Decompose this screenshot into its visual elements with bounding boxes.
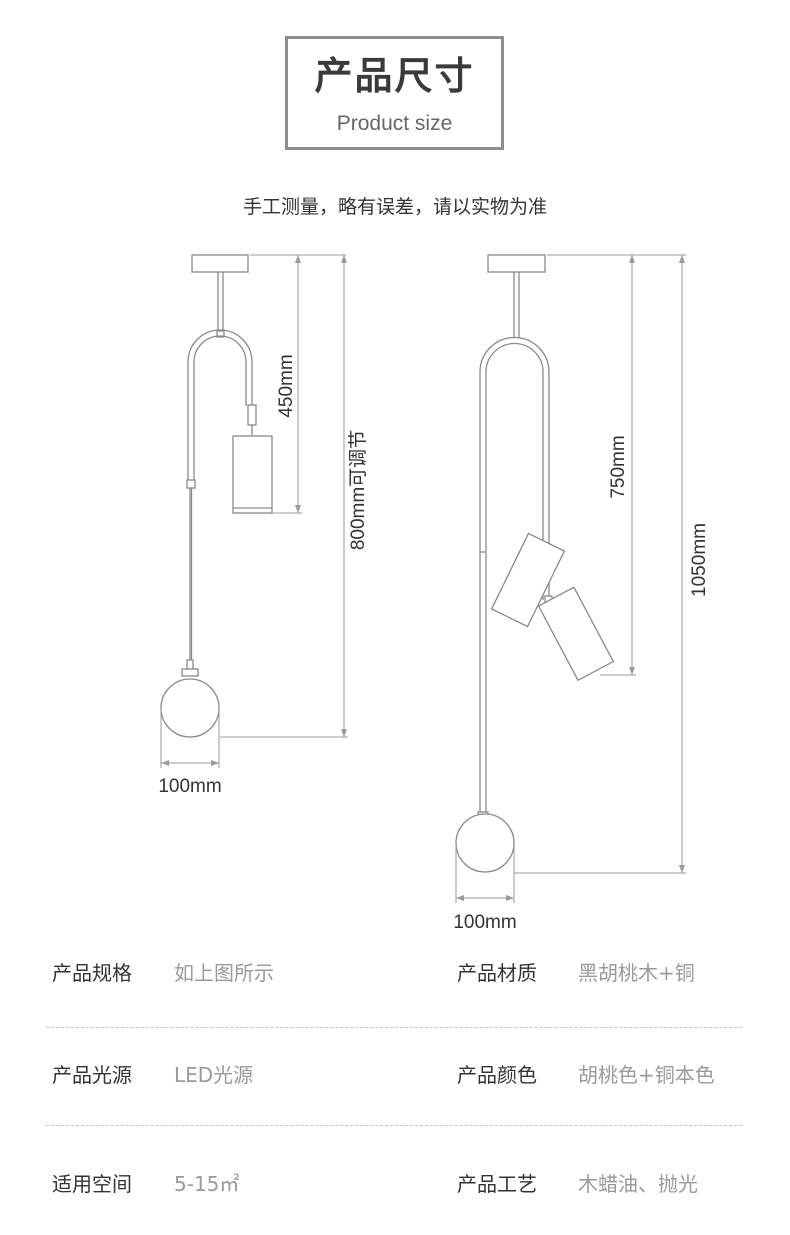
right-drop-label: 750mm — [608, 435, 629, 498]
right-upper-shade — [490, 532, 566, 628]
section-title-box: 产品尺寸 Product size — [285, 36, 504, 150]
spec-label: 产品规格 — [52, 961, 132, 985]
spec-value: 5-15㎡ — [174, 1172, 240, 1196]
right-lamp-drawing — [455, 254, 615, 873]
left-drop-label: 450mm — [276, 354, 297, 417]
spec-value: 木蜡油、抛光 — [578, 1172, 698, 1196]
right-total-label: 1050mm — [689, 523, 710, 597]
right-globe-shade — [455, 813, 515, 873]
right-ceiling-canopy — [487, 254, 546, 273]
spec-value: 如上图所示 — [174, 961, 274, 985]
spec-label: 产品颜色 — [457, 1063, 537, 1087]
spec-row-3: 适用空间 5-15㎡ 产品工艺 木蜡油、抛光 — [0, 1166, 790, 1206]
section-title: 产品尺寸 — [314, 54, 475, 98]
spec-divider — [46, 1125, 742, 1126]
measurement-note: 手工测量，略有误差，请以实物为准 — [242, 196, 547, 218]
right-width-label: 100mm — [453, 912, 516, 933]
spec-row-1: 产品规格 如上图所示 产品材质 黑胡桃木+铜 — [0, 955, 790, 995]
spec-label: 产品光源 — [52, 1063, 132, 1087]
left-total-label: 800mm可调节 — [347, 430, 369, 550]
right-lower-shade — [537, 586, 615, 682]
spec-value: 胡桃色+铜本色 — [578, 1063, 715, 1087]
spec-label: 产品材质 — [457, 961, 537, 985]
left-ceiling-canopy — [191, 254, 249, 273]
spec-label: 适用空间 — [52, 1172, 132, 1196]
spec-value: 黑胡桃木+铜 — [578, 961, 695, 985]
left-lamp-drawing — [160, 254, 273, 738]
spec-value: LED光源 — [174, 1063, 254, 1087]
spec-row-2: 产品光源 LED光源 产品颜色 胡桃色+铜本色 — [0, 1057, 790, 1097]
left-globe-shade — [160, 678, 220, 738]
section-subtitle: Product size — [336, 112, 453, 135]
spec-label: 产品工艺 — [457, 1172, 537, 1196]
left-width-label: 100mm — [158, 776, 221, 797]
spec-divider — [46, 1027, 742, 1028]
left-cylinder-shade — [232, 435, 273, 514]
dimension-drawing: 450mm 800mm可调节 100mm 750mm 1050mm 100mm — [158, 254, 710, 933]
